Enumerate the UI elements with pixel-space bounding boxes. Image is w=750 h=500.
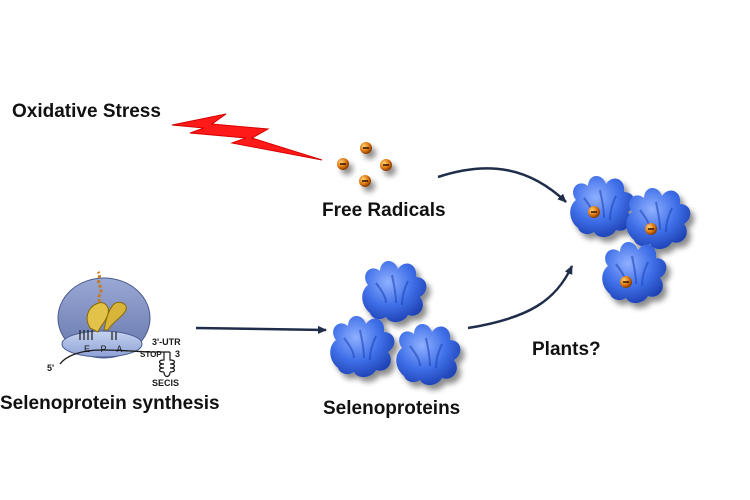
selenoprotein-icon — [395, 322, 462, 387]
bound-radical-icon — [620, 276, 632, 288]
stop-label: STOP — [140, 350, 162, 359]
selenoprotein-synthesis-label: Selenoprotein synthesis — [0, 393, 220, 414]
selenoprotein-icon — [329, 314, 396, 379]
lightning-bolt-icon — [171, 113, 323, 161]
secis-label: SECIS — [152, 378, 179, 388]
oxidative-stress-label: Oxidative Stress — [12, 101, 161, 122]
free-radicals-label: Free Radicals — [322, 200, 446, 221]
ribosome-sites: E P A — [84, 344, 126, 354]
five-end-label: 5' — [47, 363, 54, 373]
ribosome-illustration: E P A 3'-UTR STOP 3 5' SECIS — [47, 270, 181, 388]
selenoprotein-icon — [361, 259, 428, 324]
selenoproteins-label: Selenoproteins — [323, 398, 461, 419]
arrow-selenoproteins-to-plants — [467, 265, 574, 330]
three-end-label: 3 — [175, 349, 180, 359]
radical-icon — [337, 158, 349, 170]
bound-radical-icon — [588, 206, 600, 218]
plants-label: Plants? — [532, 339, 601, 360]
nascent-chain — [96, 270, 103, 303]
secis-hairpin-icon — [158, 352, 176, 378]
arrow-synthesis-to-selenoproteins — [195, 325, 327, 334]
trna-icon — [103, 301, 127, 331]
arrow-radicals-to-plants — [437, 167, 567, 203]
trna-icon — [86, 302, 109, 333]
plant-protein-icon — [601, 240, 668, 305]
radical-icon — [359, 175, 371, 187]
radical-icon — [360, 142, 372, 154]
free-radicals-cluster — [337, 142, 392, 187]
plant-protein-icon — [625, 186, 692, 251]
plant-protein-icon — [569, 174, 636, 239]
plant-proteins-group — [569, 174, 692, 305]
utr-label: 3'-UTR — [152, 337, 181, 347]
bound-radical-icon — [645, 223, 657, 235]
selenoproteins-group — [329, 259, 462, 387]
radical-icon — [380, 159, 392, 171]
mrna-strand — [59, 349, 170, 365]
